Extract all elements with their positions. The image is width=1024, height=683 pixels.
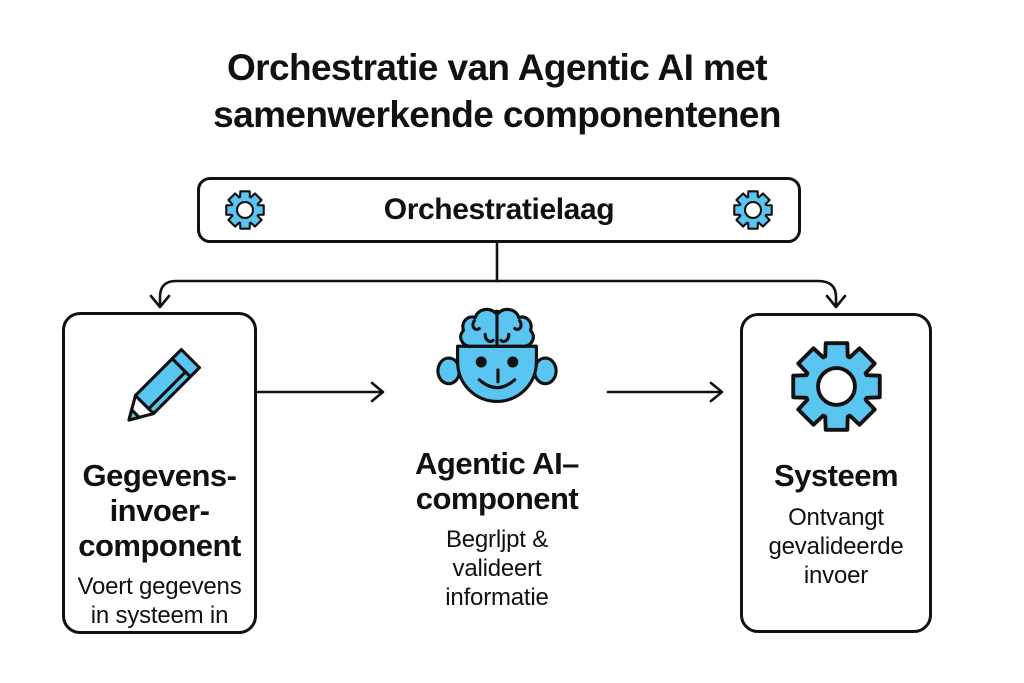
input-card-title: Gegevens- invoer- component [78, 458, 241, 563]
data-input-component-card: Gegevens- invoer- component Voert gegeve… [62, 312, 257, 634]
agent-title: Agentic AI– component [415, 446, 579, 516]
gear-icon [788, 338, 885, 440]
gear-icon [225, 190, 265, 230]
arrowhead-down-right [825, 294, 847, 309]
head-brain-icon [423, 297, 571, 435]
system-card-subtitle: Ontvangt gevalideerde invoer [768, 504, 904, 589]
agent-subtitle: Begrljpt & valideert informatie [445, 526, 549, 611]
diagram-title: Orchestratie van Agentic AI met samenwer… [0, 44, 994, 138]
pencil-icon [96, 325, 224, 458]
agentic-ai-component: Agentic AI– component Begrljpt & validee… [375, 297, 619, 612]
diagram-title-line1: Orchestratie van Agentic AI met [227, 47, 768, 88]
input-card-subtitle: Voert gegevens in systeem in [77, 573, 242, 629]
diagram-title-line2: samenwerkende componentenen [213, 94, 781, 135]
system-card: Systeem Ontvangt gevalideerde invoer [740, 313, 932, 633]
arrowhead-right-2 [709, 381, 724, 403]
system-card-title: Systeem [773, 458, 899, 493]
arrowhead-down-left [149, 294, 171, 309]
gear-icon [733, 190, 773, 230]
orchestration-layer-box: Orchestratielaag [197, 177, 801, 243]
orchestration-layer-label: Orchestratielaag [383, 193, 615, 226]
